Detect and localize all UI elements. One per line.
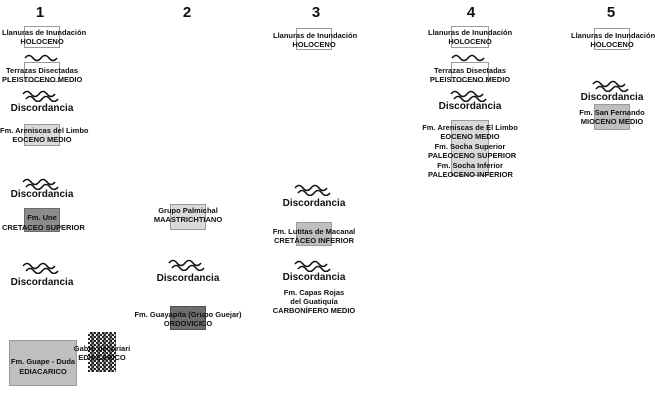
lutitas-label: Fm. Lutitas de Macanal (272, 227, 356, 236)
discordancia-label: Discordancia (580, 92, 644, 103)
limbo-label: Fm. Areniscas de El Limbo (422, 123, 518, 132)
carbonifero-label: CARBONÍFERO MEDIO (272, 306, 356, 315)
terrazas-box (24, 62, 60, 82)
gabro-age-label: EDIACARICO (78, 353, 126, 362)
une-label: Fm. Une (27, 213, 57, 222)
unconformity-wave-icon (168, 259, 205, 271)
unconformity-wave-icon (592, 80, 629, 92)
gabro-label: Gabro del Ariari (73, 344, 131, 353)
terrazas-label: Terrazas Disectadas (434, 66, 506, 75)
guayapita-label: Fm. Guayapita (Grupo Guejar) (134, 310, 242, 319)
column-number-5: 5 (606, 4, 616, 21)
capas-rojas-label: Fm. Capas Rojas (283, 288, 345, 297)
paleoceno-superior-label: PALEOCENO SUPERIOR (428, 151, 517, 160)
guape-box (9, 340, 77, 386)
holoceno-label: HOLOCENO (292, 40, 336, 49)
column-number-1: 1 (35, 4, 45, 21)
column-number-3: 3 (311, 4, 321, 21)
lutitas-box (296, 222, 332, 246)
guatiquia-label: del Guatiquía (290, 297, 338, 306)
cretaceo-label: CRETÁCEO INFERIOR (273, 236, 354, 245)
unconformity-wave-icon (451, 54, 485, 62)
llanuras-label: Llanuras de Inundación (273, 31, 358, 40)
guayapita-box (170, 306, 206, 330)
eoceno-label: EOCENO MEDIO (440, 132, 500, 141)
column-number-4: 4 (466, 4, 476, 21)
discordancia-label: Discordancia (438, 101, 502, 112)
san-fernando-label: Fm. San Fernando (579, 108, 645, 117)
llanuras-label: Llanuras de Inundación (571, 31, 655, 40)
mioceno-label: MIOCENO MEDIO (580, 117, 644, 126)
unconformity-wave-icon (24, 54, 58, 62)
llanuras-label: Llanuras de Inundación (428, 28, 513, 37)
eoceno-label: EOCENO MEDIO (12, 135, 72, 144)
socha-superior-label: Fm. Socha Superior (434, 142, 506, 151)
discordancia-label: Discordancia (10, 103, 74, 114)
holoceno-label: HOLOCENO (448, 37, 492, 46)
terrazas-label: Terrazas Disectadas (6, 66, 78, 75)
guape-label: Fm. Guape - Duda (10, 357, 76, 366)
llanuras-box (296, 28, 332, 50)
ediacarico-label: EDIACARICO (19, 367, 67, 376)
unconformity-wave-icon (294, 184, 331, 196)
palmichal-label: Grupo Palmichal (158, 206, 218, 215)
paleoceno-inferior-label: PALEOCENO INFERIOR (428, 170, 513, 179)
discordancia-label: Discordancia (156, 273, 220, 284)
socha-inferior-label: Fm. Socha Inferior (437, 161, 503, 170)
ordovicico-label: ORDOVICICO (163, 319, 213, 328)
discordancia-label: Discordancia (10, 189, 74, 200)
cretaceo-label: CRETACEO SUPERIOR (2, 223, 85, 232)
palmichal-box (170, 204, 206, 230)
gabro-pattern-box (88, 332, 116, 372)
terrazas-box (451, 62, 489, 82)
unconformity-wave-icon (22, 262, 59, 274)
llanuras-box (451, 26, 489, 48)
discordancia-label: Discordancia (10, 277, 74, 288)
limbo-label: Fm. Areniscas del Limbo (0, 126, 89, 135)
llanuras-box (594, 28, 630, 50)
san-fernando-box (594, 104, 630, 130)
holoceno-label: HOLOCENO (590, 40, 634, 49)
pleistoceno-label: PLEISTOCENO MEDIO (2, 75, 83, 84)
discordancia-label: Discordancia (282, 198, 346, 209)
unconformity-wave-icon (22, 90, 59, 102)
pleistoceno-label: PLEISTOCENO MEDIO (429, 75, 511, 84)
unconformity-wave-icon (294, 260, 331, 272)
discordancia-label: Discordancia (282, 272, 346, 283)
column-number-2: 2 (182, 4, 192, 21)
limbo-socha-box (451, 120, 489, 176)
unconformity-wave-icon (450, 90, 487, 102)
llanuras-label: Llanuras de Inundación (2, 28, 87, 37)
limbo-box (24, 124, 60, 146)
unconformity-wave-icon (22, 178, 59, 190)
holoceno-label: HOLOCENO (20, 37, 64, 46)
maastrichtiano-label: MAASTRICHTIANO (153, 215, 223, 224)
llanuras-box (24, 26, 60, 48)
une-box (24, 208, 60, 232)
